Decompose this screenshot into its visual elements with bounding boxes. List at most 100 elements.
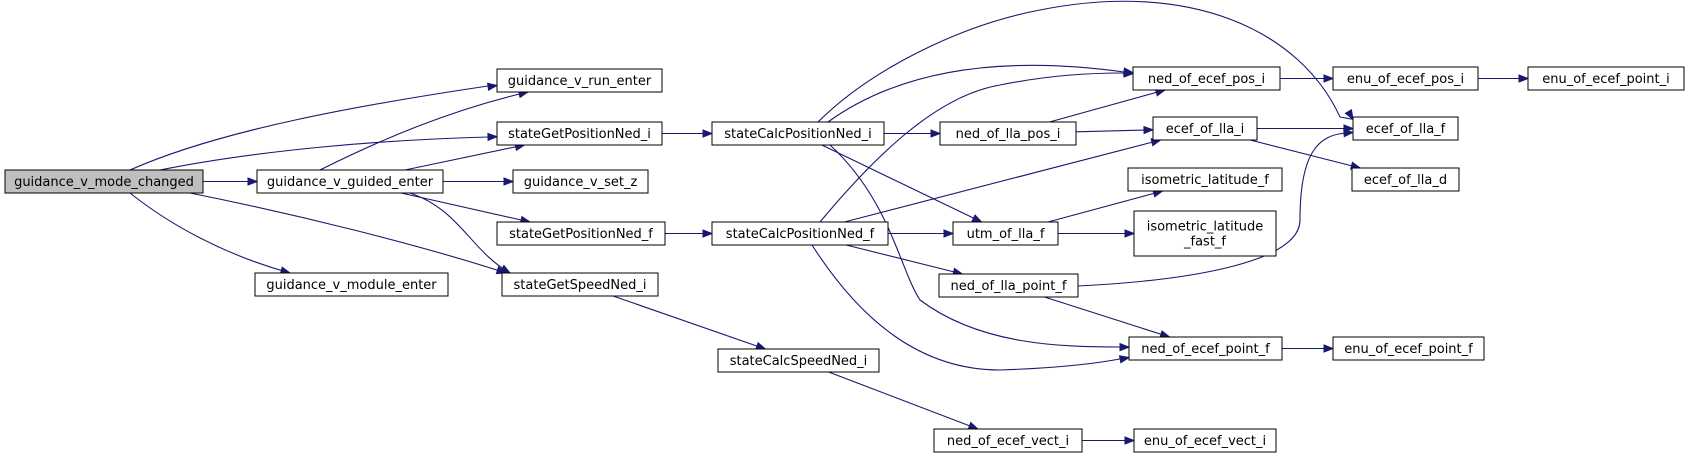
node-isometric-latitude-fast-f[interactable]: isometric_latitude_fast_f (1133, 210, 1277, 257)
node-get-speed-ned-i[interactable]: stateGetSpeedNed_i (501, 272, 659, 297)
edge-guided_enter-to-get_pos_ned_i (404, 142, 526, 171)
edge-ned_of_ecef_point_f-to-enu_of_ecef_point_f (1282, 344, 1335, 353)
node-box (939, 121, 1077, 146)
edge-guided_enter-to-get_speed_ned_i (409, 192, 512, 274)
node-box (952, 221, 1059, 246)
arrowhead (702, 129, 714, 138)
edge-calc_pos_ned_i-to-ned_of_ecef_point_f (829, 144, 1131, 352)
node-ecef-of-lla-f[interactable]: ecef_of_lla_f (1352, 116, 1459, 141)
node-label: guidance_v_module_enter (266, 278, 437, 293)
node-module-enter[interactable]: guidance_v_module_enter (254, 272, 449, 297)
node-box (1332, 336, 1485, 361)
edge-line (819, 72, 1125, 223)
edge-line (129, 85, 489, 171)
edge-line (1044, 296, 1170, 338)
node-enu-of-ecef-point-i[interactable]: enu_of_ecef_point_i (1527, 66, 1685, 91)
arrowhead (943, 229, 955, 238)
node-box (1352, 116, 1459, 141)
edge-ned_of_ecef_pos_i-to-enu_of_ecef_pos_i (1280, 74, 1335, 83)
edge-calc_pos_ned_f-to-utm_of_lla_f (888, 229, 955, 238)
node-ned-of-lla-pos-i[interactable]: ned_of_lla_pos_i (939, 121, 1077, 146)
node-box (933, 428, 1083, 453)
edge-get_speed_ned_i-to-calc_speed_ned_i (612, 295, 767, 350)
node-label: stateGetPositionNed_f (509, 227, 653, 242)
edge-root-to-get_pos_ned_i (159, 132, 499, 171)
edge-line (487, 84, 498, 87)
arrowhead (930, 129, 942, 138)
node-box (512, 169, 649, 194)
node-box (496, 221, 666, 246)
edge-line (828, 371, 979, 430)
edge-ecef_of_lla_i-to-ecef_of_lla_f (1257, 124, 1355, 133)
node-box (1527, 66, 1685, 91)
edge-root-to-run_enter (129, 82, 499, 171)
node-label: guidance_v_set_z (524, 175, 638, 190)
edge-line (319, 91, 529, 171)
arrowhead (702, 229, 714, 238)
node-calc-speed-ned-i[interactable]: stateCalcSpeedNed_i (717, 348, 880, 373)
node-root: guidance_v_mode_changed (4, 169, 204, 194)
node-label: ned_of_ecef_vect_i (947, 434, 1069, 449)
node-run-enter[interactable]: guidance_v_run_enter (496, 68, 663, 93)
node-label: isometric_latitude (1147, 220, 1264, 235)
node-box (717, 348, 880, 373)
edge-line (811, 244, 1126, 371)
edge-utm_of_lla_f-to-isometric_latitude_fast_f (1058, 229, 1136, 238)
edge-calc_pos_ned_f-to-ned_of_lla_point_f (845, 244, 964, 276)
node-box (1132, 66, 1281, 91)
node-box (501, 272, 659, 297)
edge-line (159, 136, 489, 171)
node-label: stateCalcPositionNed_i (724, 127, 871, 142)
edge-line (844, 139, 1161, 223)
node-ned-of-ecef-pos-i[interactable]: ned_of_ecef_pos_i (1132, 66, 1281, 91)
edge-enu_of_ecef_pos_i-to-enu_of_ecef_point_i (1478, 74, 1530, 83)
node-ned-of-ecef-vect-i[interactable]: ned_of_ecef_vect_i (933, 428, 1083, 453)
node-calc-pos-ned-f[interactable]: stateCalcPositionNed_f (711, 221, 889, 246)
arrowhead (1124, 436, 1136, 445)
edge-ned_of_ecef_vect_i-to-enu_of_ecef_vect_i (1082, 436, 1136, 445)
arrowhead (486, 82, 499, 91)
node-label: ned_of_ecef_pos_i (1148, 72, 1265, 87)
edge-calc_pos_ned_i-to-ecef_of_lla_f (817, 0, 1354, 123)
edge-line (827, 64, 1125, 123)
arrowhead (1118, 355, 1131, 364)
edge-line (409, 192, 511, 274)
node-label: ned_of_ecef_point_f (1141, 342, 1270, 357)
edge-line (612, 295, 766, 350)
edge-line (1077, 132, 1347, 287)
edge-ned_of_lla_pos_i-to-ecef_of_lla_i (1075, 125, 1155, 135)
node-ecef-of-lla-i[interactable]: ecef_of_lla_i (1152, 116, 1258, 141)
node-label: stateCalcPositionNed_f (726, 227, 875, 242)
edge-calc_pos_ned_i-to-utm_of_lla_f (821, 144, 983, 223)
node-label: _fast_f (1183, 235, 1226, 250)
node-box (1133, 428, 1277, 453)
edge-line (129, 192, 291, 274)
node-utm-of-lla-f[interactable]: utm_of_lla_f (952, 221, 1059, 246)
node-get-pos-ned-f[interactable]: stateGetPositionNed_f (496, 221, 666, 246)
node-isometric-latitude-f[interactable]: isometric_latitude_f (1127, 167, 1283, 192)
node-set-z[interactable]: guidance_v_set_z (512, 169, 649, 194)
node-label: utm_of_lla_f (967, 227, 1045, 242)
edge-line (1049, 89, 1166, 123)
node-enu-of-ecef-point-f[interactable]: enu_of_ecef_point_f (1332, 336, 1485, 361)
edge-ned_of_lla_point_f-to-ned_of_ecef_point_f (1044, 296, 1171, 339)
node-box (4, 169, 204, 194)
node-ned-of-ecef-point-f[interactable]: ned_of_ecef_point_f (1128, 336, 1283, 361)
node-label: isometric_latitude_f (1141, 173, 1269, 188)
arrowhead (1124, 229, 1136, 238)
node-enu-of-ecef-vect-i[interactable]: enu_of_ecef_vect_i (1133, 428, 1277, 453)
edge-ecef_of_lla_i-to-ecef_of_lla_d (1250, 139, 1362, 170)
node-ned-of-lla-point-f[interactable]: ned_of_lla_point_f (938, 273, 1079, 298)
edge-root-to-module_enter (129, 192, 292, 275)
node-label: stateGetSpeedNed_i (514, 278, 647, 293)
node-get-pos-ned-i[interactable]: stateGetPositionNed_i (496, 121, 663, 146)
node-guided-enter[interactable]: guidance_v_guided_enter (256, 169, 444, 194)
edge-ned_of_lla_pos_i-to-ned_of_ecef_pos_i (1049, 88, 1167, 123)
edge-calc_pos_ned_f-to-ned_of_ecef_point_f (811, 244, 1131, 371)
node-label: enu_of_ecef_point_f (1344, 342, 1473, 357)
edge-calc_pos_ned_i-to-ned_of_lla_pos_i (884, 129, 942, 138)
node-ecef-of-lla-d[interactable]: ecef_of_lla_d (1351, 167, 1460, 192)
node-calc-pos-ned-i[interactable]: stateCalcPositionNed_i (711, 121, 885, 146)
node-enu-of-ecef-pos-i[interactable]: enu_of_ecef_pos_i (1332, 66, 1479, 91)
node-label: stateCalcSpeedNed_i (730, 354, 868, 369)
